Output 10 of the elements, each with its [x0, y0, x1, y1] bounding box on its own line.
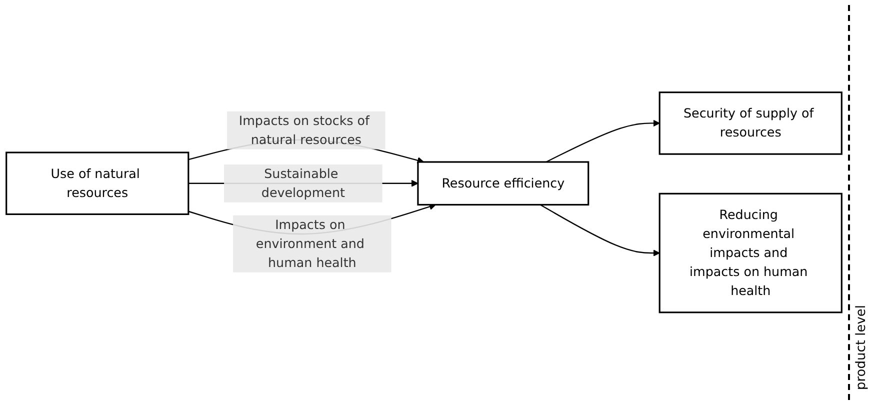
arrow	[540, 204, 660, 257]
edge-label: Sustainable development	[261, 166, 345, 200]
node-box: Security of supply of resources	[658, 92, 842, 155]
node-box: Reducing environmental impacts and impacts on human health	[658, 193, 842, 314]
arrow	[546, 120, 660, 163]
node-box: Use of natural resources	[6, 152, 190, 216]
node-box: Resource efficiency	[417, 161, 590, 206]
edge-label: Impacts on stocks of natural resources	[238, 113, 370, 148]
edge-label: Impacts on environment and human health	[256, 217, 364, 270]
divider-label: product level	[854, 304, 869, 390]
